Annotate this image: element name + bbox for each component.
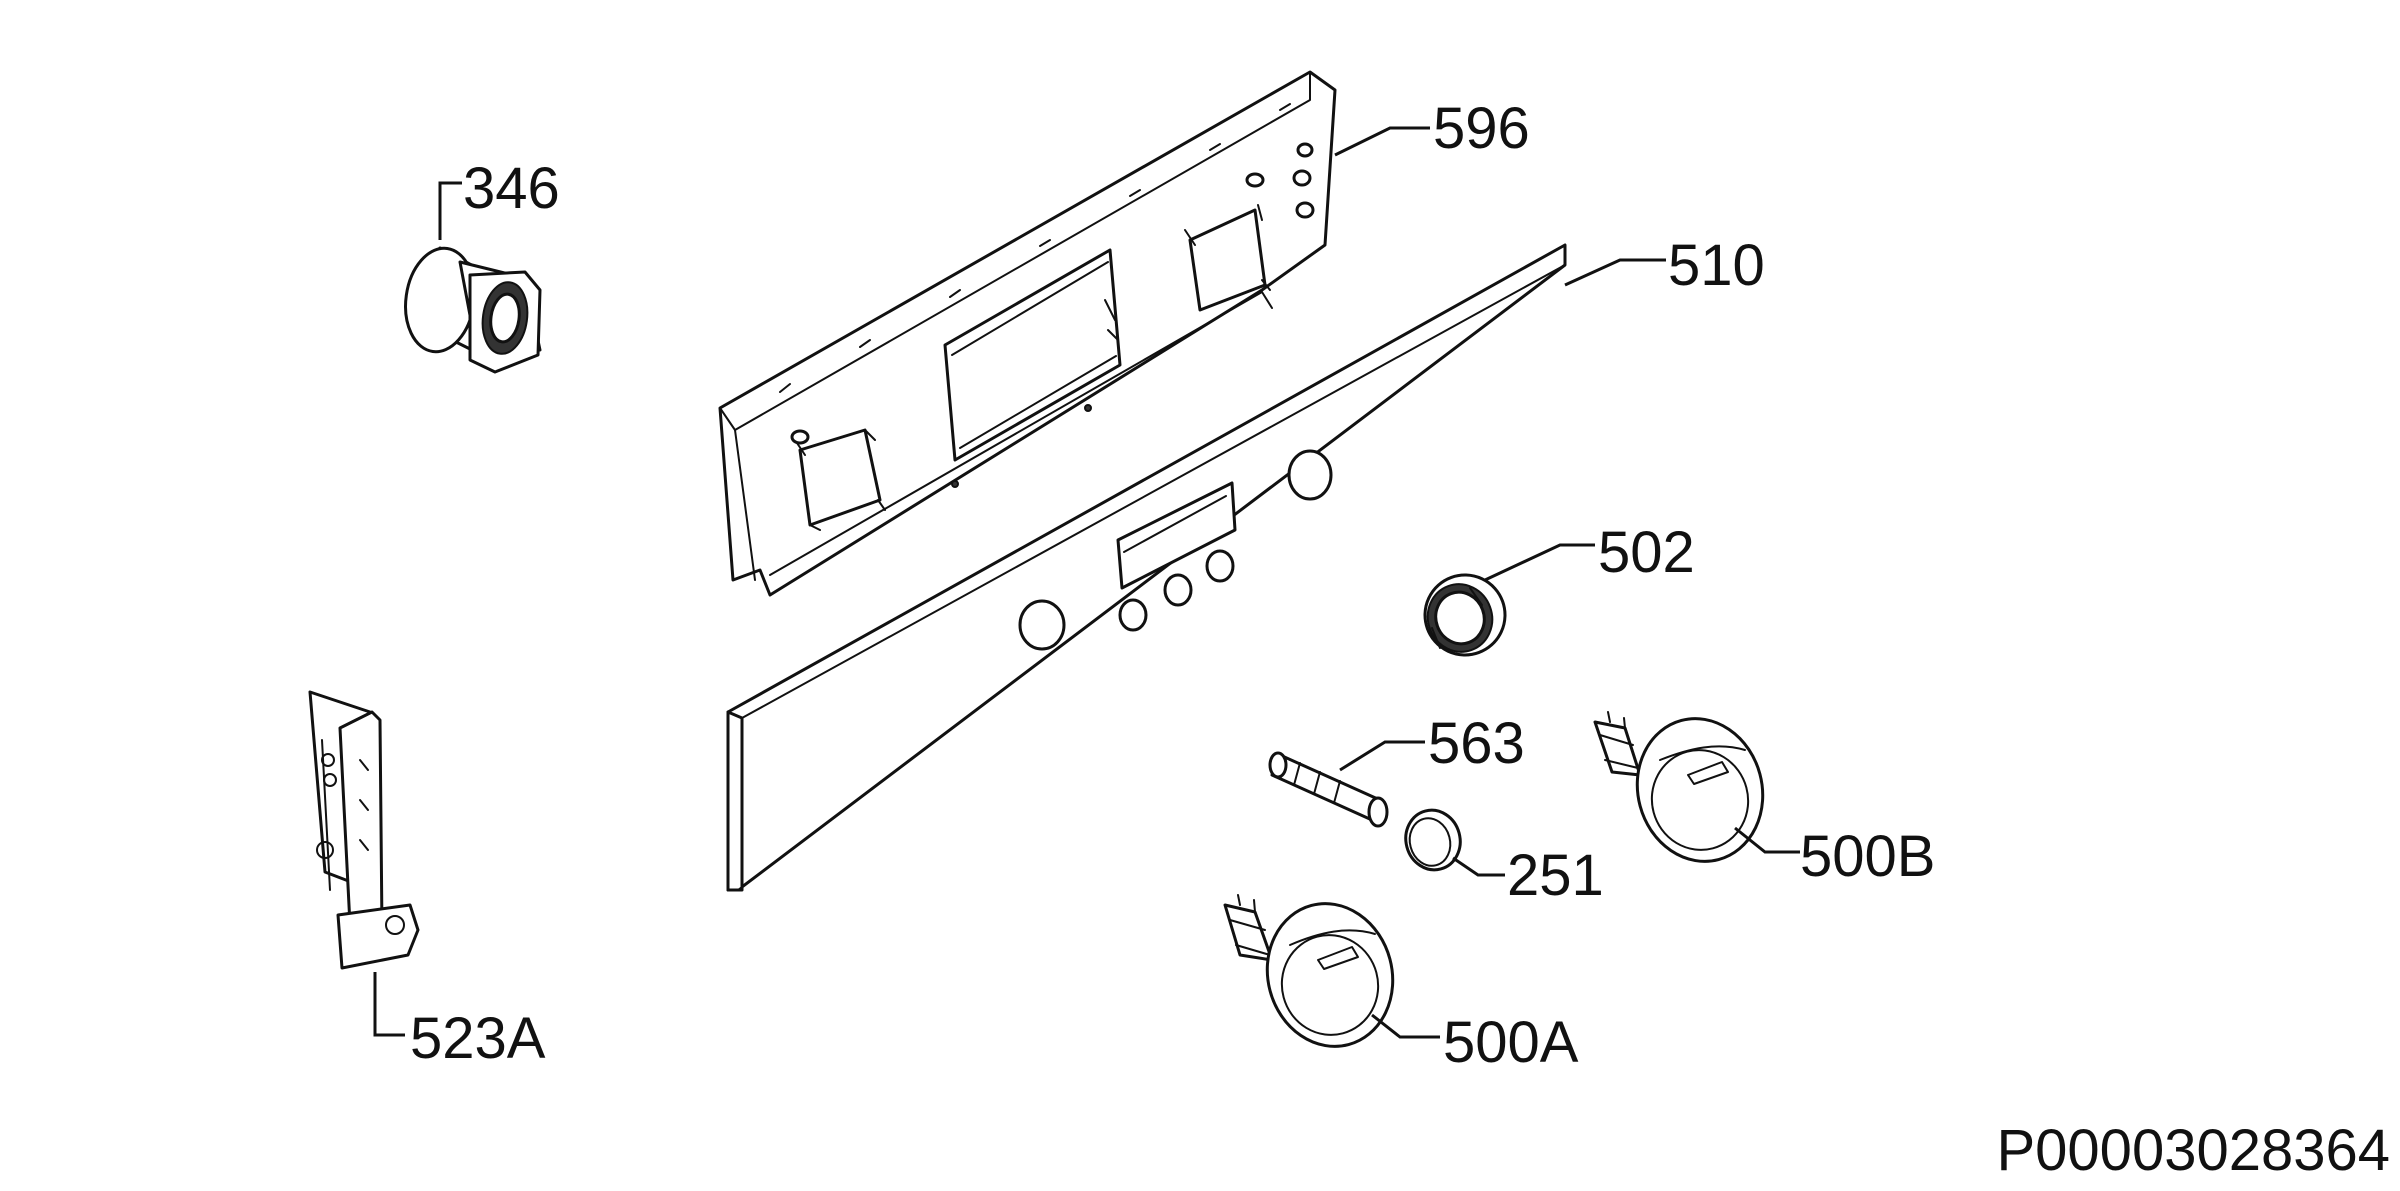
label-251: 251	[1507, 843, 1604, 908]
part-346-cylinder[interactable]	[399, 244, 542, 374]
label-346-group: 346	[438, 156, 560, 240]
label-563-group: 563	[1339, 711, 1525, 776]
part-500b-knob[interactable]	[1593, 704, 1779, 875]
label-500b: 500B	[1800, 824, 1935, 889]
part-500a-knob[interactable]	[1223, 889, 1409, 1060]
label-500a: 500A	[1443, 1010, 1579, 1075]
part-596-bracket[interactable]	[718, 70, 1337, 597]
label-523a-group: 523A	[373, 972, 546, 1071]
label-500a-group: 500A	[1371, 1010, 1579, 1075]
label-500b-group: 500B	[1734, 824, 1935, 889]
label-523a: 523A	[410, 1006, 546, 1071]
part-251-disc[interactable]	[1399, 804, 1467, 876]
label-502-group: 502	[1484, 520, 1695, 585]
label-510: 510	[1668, 233, 1765, 298]
label-596-group: 596	[1334, 96, 1530, 161]
label-346: 346	[463, 156, 560, 221]
label-502: 502	[1598, 520, 1695, 585]
part-523a-side-bracket[interactable]	[308, 690, 420, 970]
label-510-group: 510	[1564, 233, 1765, 298]
part-502-ring[interactable]	[1414, 564, 1517, 667]
label-596: 596	[1433, 96, 1530, 161]
label-563: 563	[1428, 711, 1525, 776]
label-251-group: 251	[1452, 843, 1604, 908]
document-code: P00003028364	[1996, 1118, 2390, 1183]
part-510-control-panel[interactable]	[726, 243, 1567, 892]
part-563-shaft[interactable]	[1268, 751, 1389, 828]
